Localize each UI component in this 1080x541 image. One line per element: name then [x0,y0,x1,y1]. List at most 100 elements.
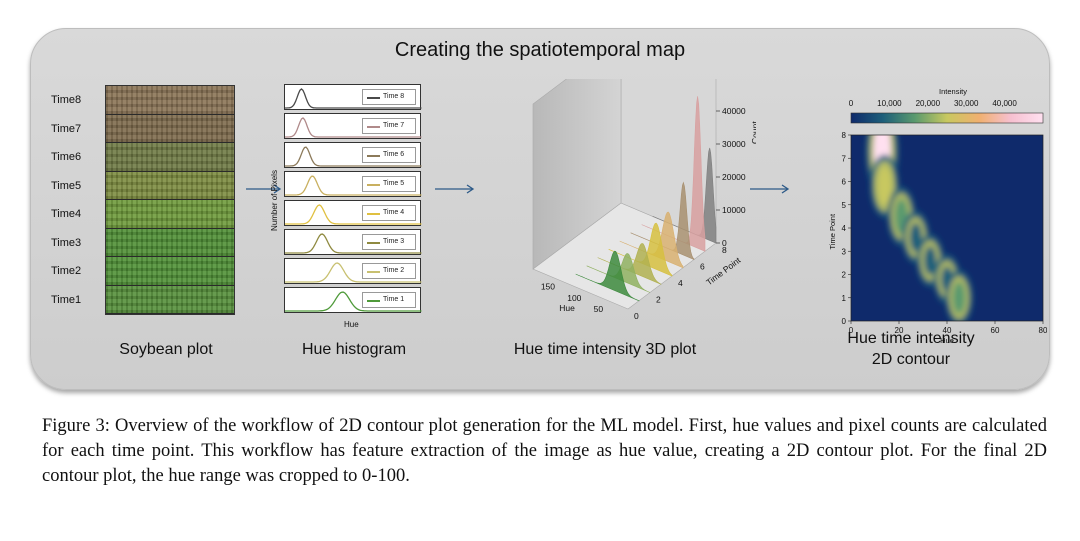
colorbar [850,112,1044,124]
legend-line-swatch [367,126,380,128]
y-axis-tick-label: 1 [842,294,847,303]
y-axis-tick-label: 8 [842,131,847,140]
soybean-time-label: Time6 [51,151,82,163]
x-axis-label: Hue [940,336,954,345]
histogram-panel: Time 8 [284,84,422,110]
contour-blob-core [909,223,922,252]
hue-axis-tick-label: 50 [594,304,604,314]
legend-line-swatch [367,155,380,157]
time-axis-tick-label: 0 [634,311,639,321]
arrow-right-icon [750,184,790,194]
soybean-plot-image [105,85,235,315]
legend-label: Time 4 [383,209,405,216]
histogram-curve [285,88,422,109]
legend-label: Time 8 [383,93,405,100]
histogram-legend: Time 2 [362,263,416,279]
legend-line-swatch [367,184,380,186]
legend-line-swatch [367,271,380,273]
legend-label: Time 5 [383,180,405,187]
histogram-legend: Time 3 [362,234,416,250]
time-axis-tick-label: 4 [678,278,683,288]
y-axis-tick-label: 3 [842,247,847,256]
soybean-time-label: Time5 [51,179,82,192]
soybean-time-tile [106,200,234,229]
histogram-ylabel: Number of Pixels [269,170,279,231]
histogram-curve [285,204,422,225]
soybean-time-label: Time7 [51,122,82,135]
legend-line-swatch [367,242,380,244]
time-axis-tick-label: 2 [656,295,661,305]
soybean-time-tile [106,143,234,172]
histogram-curve [285,291,422,312]
hue-axis-tick-label: 100 [567,293,581,303]
y-axis-tick-label: 6 [842,178,847,187]
histogram-legend: Time 7 [362,118,416,134]
hue-axis-tick-label: 150 [541,282,555,292]
soybean-time-label: Time8 [51,94,82,106]
soybean-time-label: Time4 [51,208,82,220]
legend-label: Time 3 [383,238,405,245]
y-axis-tick-label: 2 [842,271,847,280]
histogram-legend: Time 6 [362,147,416,163]
histogram-legend: Time 8 [362,89,416,105]
histogram-panel: Time 4 [284,200,422,226]
y-axis-tick-label: 0 [842,317,847,326]
x-axis-tick-label: 80 [1039,326,1047,335]
contour-caption-line1: Hue time intensity [847,330,975,347]
z-axis-tick-label: 0 [722,238,727,248]
z-axis-label: Count [750,121,756,144]
contour-blob-core [952,281,966,314]
time-axis-label: Time Point [704,255,743,288]
y-axis-tick-label: 4 [842,224,847,233]
x-axis-tick-label: 40 [943,326,952,335]
soybean-time-tile [106,171,234,200]
plot3d-side-wall [532,79,622,270]
histogram-legend: Time 1 [362,292,416,308]
x-axis-tick-label: 0 [849,326,854,335]
z-axis-tick-label: 40000 [722,106,746,116]
soybean-time-label: Time1 [51,293,82,306]
arrow-right-icon [435,184,475,194]
histogram-curve [285,117,422,138]
time-axis-tick-label: 8 [722,245,727,255]
colorbar-tick-label: 20,000 [916,99,941,108]
histogram-panel: Time 6 [284,142,422,168]
colorbar-label: Intensity [939,87,967,96]
legend-label: Time 1 [383,296,405,303]
histogram-curve [285,175,422,196]
contour-caption: Hue time intensity 2D contour [811,328,1011,370]
legend-label: Time 2 [383,267,405,274]
soybean-time-tile [106,257,234,286]
y-axis-label: Time Point [828,213,837,249]
soybean-time-tile [106,114,234,143]
z-axis-tick-label: 10000 [722,205,746,215]
histogram-legend: Time 5 [362,176,416,192]
histogram-panel: Time 7 [284,113,422,139]
soybean-time-label: Time3 [51,236,82,249]
legend-line-swatch [367,213,380,215]
soybean-time-label: Time2 [51,265,82,277]
soybean-time-tile [106,285,234,314]
z-axis-tick-label: 30000 [722,139,746,149]
colorbar-tick-label: 40,000 [992,99,1017,108]
x-axis-tick-label: 60 [991,326,1000,335]
y-axis-tick-label: 7 [842,154,847,163]
legend-label: Time 6 [383,151,405,158]
histogram-panel: Time 3 [284,229,422,255]
histogram-panel: Time 1 [284,287,422,313]
contour-caption-line2: 2D contour [871,351,951,368]
legend-line-swatch [367,97,380,99]
arrow-right-icon [246,184,282,194]
soybean-time-tile [106,228,234,257]
histogram-panel: Time 2 [284,258,422,284]
histogram-curve [285,233,422,254]
plot3d-caption: Hue time intensity 3D plot [513,341,697,358]
y-axis-tick-label: 5 [842,201,847,210]
plot3d-peak-surface [575,250,640,302]
colorbar-tick-label: 0 [849,99,854,108]
z-axis-tick-label: 20000 [722,172,746,182]
